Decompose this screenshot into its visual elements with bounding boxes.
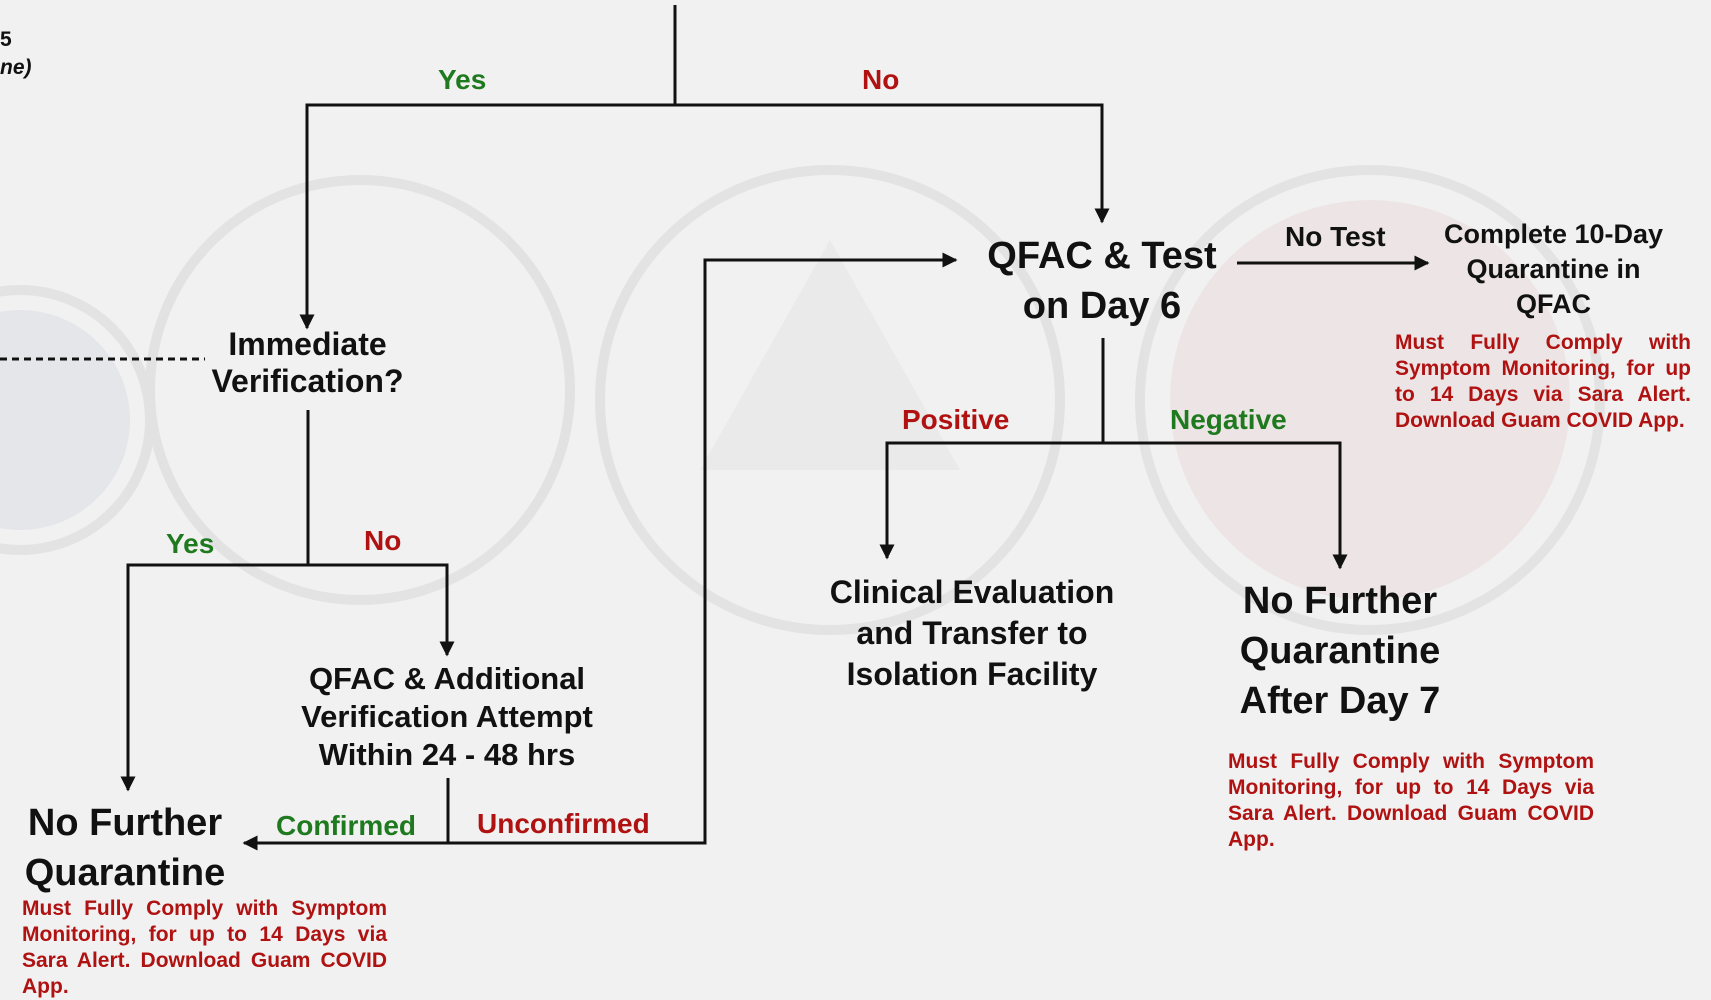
node-line: Clinical Evaluation bbox=[829, 574, 1115, 610]
node-no-further-quarantine: No Further Quarantine bbox=[0, 798, 250, 898]
node-line: Isolation Facility bbox=[846, 656, 1098, 692]
edge-label-no-test: No Test bbox=[1285, 221, 1386, 252]
node-line: After Day 7 bbox=[1239, 680, 1441, 722]
node-line: Immediate bbox=[228, 326, 387, 362]
node-line: and Transfer to bbox=[856, 615, 1088, 651]
edge-label-top-no: No bbox=[862, 64, 900, 95]
edge-label-unconfirmed: Unconfirmed bbox=[477, 808, 650, 839]
node-line: QFAC bbox=[1515, 289, 1591, 319]
fragment-line-2: ne) bbox=[0, 56, 32, 79]
node-line: Quarantine in bbox=[1466, 254, 1641, 284]
edge-label-verif-yes: Yes bbox=[166, 528, 215, 559]
node-line: Within 24 - 48 hrs bbox=[318, 737, 576, 772]
node-complete-10-day-quarantine: Complete 10-Day Quarantine in QFAC bbox=[1420, 217, 1687, 322]
node-line: QFAC & Test bbox=[987, 235, 1217, 277]
node-line: Verification Attempt bbox=[301, 699, 593, 734]
connector-top-no bbox=[675, 103, 1110, 224]
node-line: No Further bbox=[1242, 580, 1438, 622]
edge-label-negative: Negative bbox=[1170, 404, 1287, 435]
node-qfac-additional-verification: QFAC & Additional Verification Attempt W… bbox=[282, 660, 612, 774]
edge-label-confirmed: Confirmed bbox=[276, 810, 416, 841]
note-symptom-monitoring-qfac: Must Fully Comply with Symptom Monitorin… bbox=[1395, 331, 1691, 432]
node-line: Quarantine bbox=[24, 852, 226, 894]
node-no-further-quarantine-day7: No Further Quarantine After Day 7 bbox=[1210, 576, 1470, 726]
node-clinical-evaluation: Clinical Evaluation and Transfer to Isol… bbox=[802, 572, 1142, 695]
connector-verif-no bbox=[308, 563, 455, 657]
node-line: Complete 10-Day bbox=[1443, 219, 1664, 249]
note-symptom-monitoring-day7: Must Fully Comply with Symptom Monitorin… bbox=[1228, 750, 1594, 851]
connector-negative bbox=[1103, 441, 1348, 570]
node-qfac-test-day6: QFAC & Test on Day 6 bbox=[957, 231, 1247, 331]
node-line: Verification? bbox=[211, 363, 404, 399]
note-symptom-monitoring-left: Must Fully Comply with Symptom Monitorin… bbox=[22, 897, 387, 998]
node-line: QFAC & Additional bbox=[308, 661, 586, 696]
connector-verif-yes bbox=[120, 563, 308, 792]
edge-label-verif-no: No bbox=[364, 525, 402, 556]
edge-label-top-yes: Yes bbox=[438, 64, 487, 95]
connector-top-yes bbox=[299, 103, 675, 330]
node-immediate-verification: Immediate Verification? bbox=[190, 326, 425, 400]
node-line: on Day 6 bbox=[1022, 285, 1182, 327]
node-line: Quarantine bbox=[1239, 630, 1441, 672]
fragment-line-1: 5 bbox=[0, 28, 12, 51]
connector-unconfirmed bbox=[448, 252, 958, 845]
connector-positive bbox=[879, 441, 1103, 560]
node-line: No Further bbox=[27, 802, 223, 844]
edge-label-positive: Positive bbox=[902, 404, 1010, 435]
